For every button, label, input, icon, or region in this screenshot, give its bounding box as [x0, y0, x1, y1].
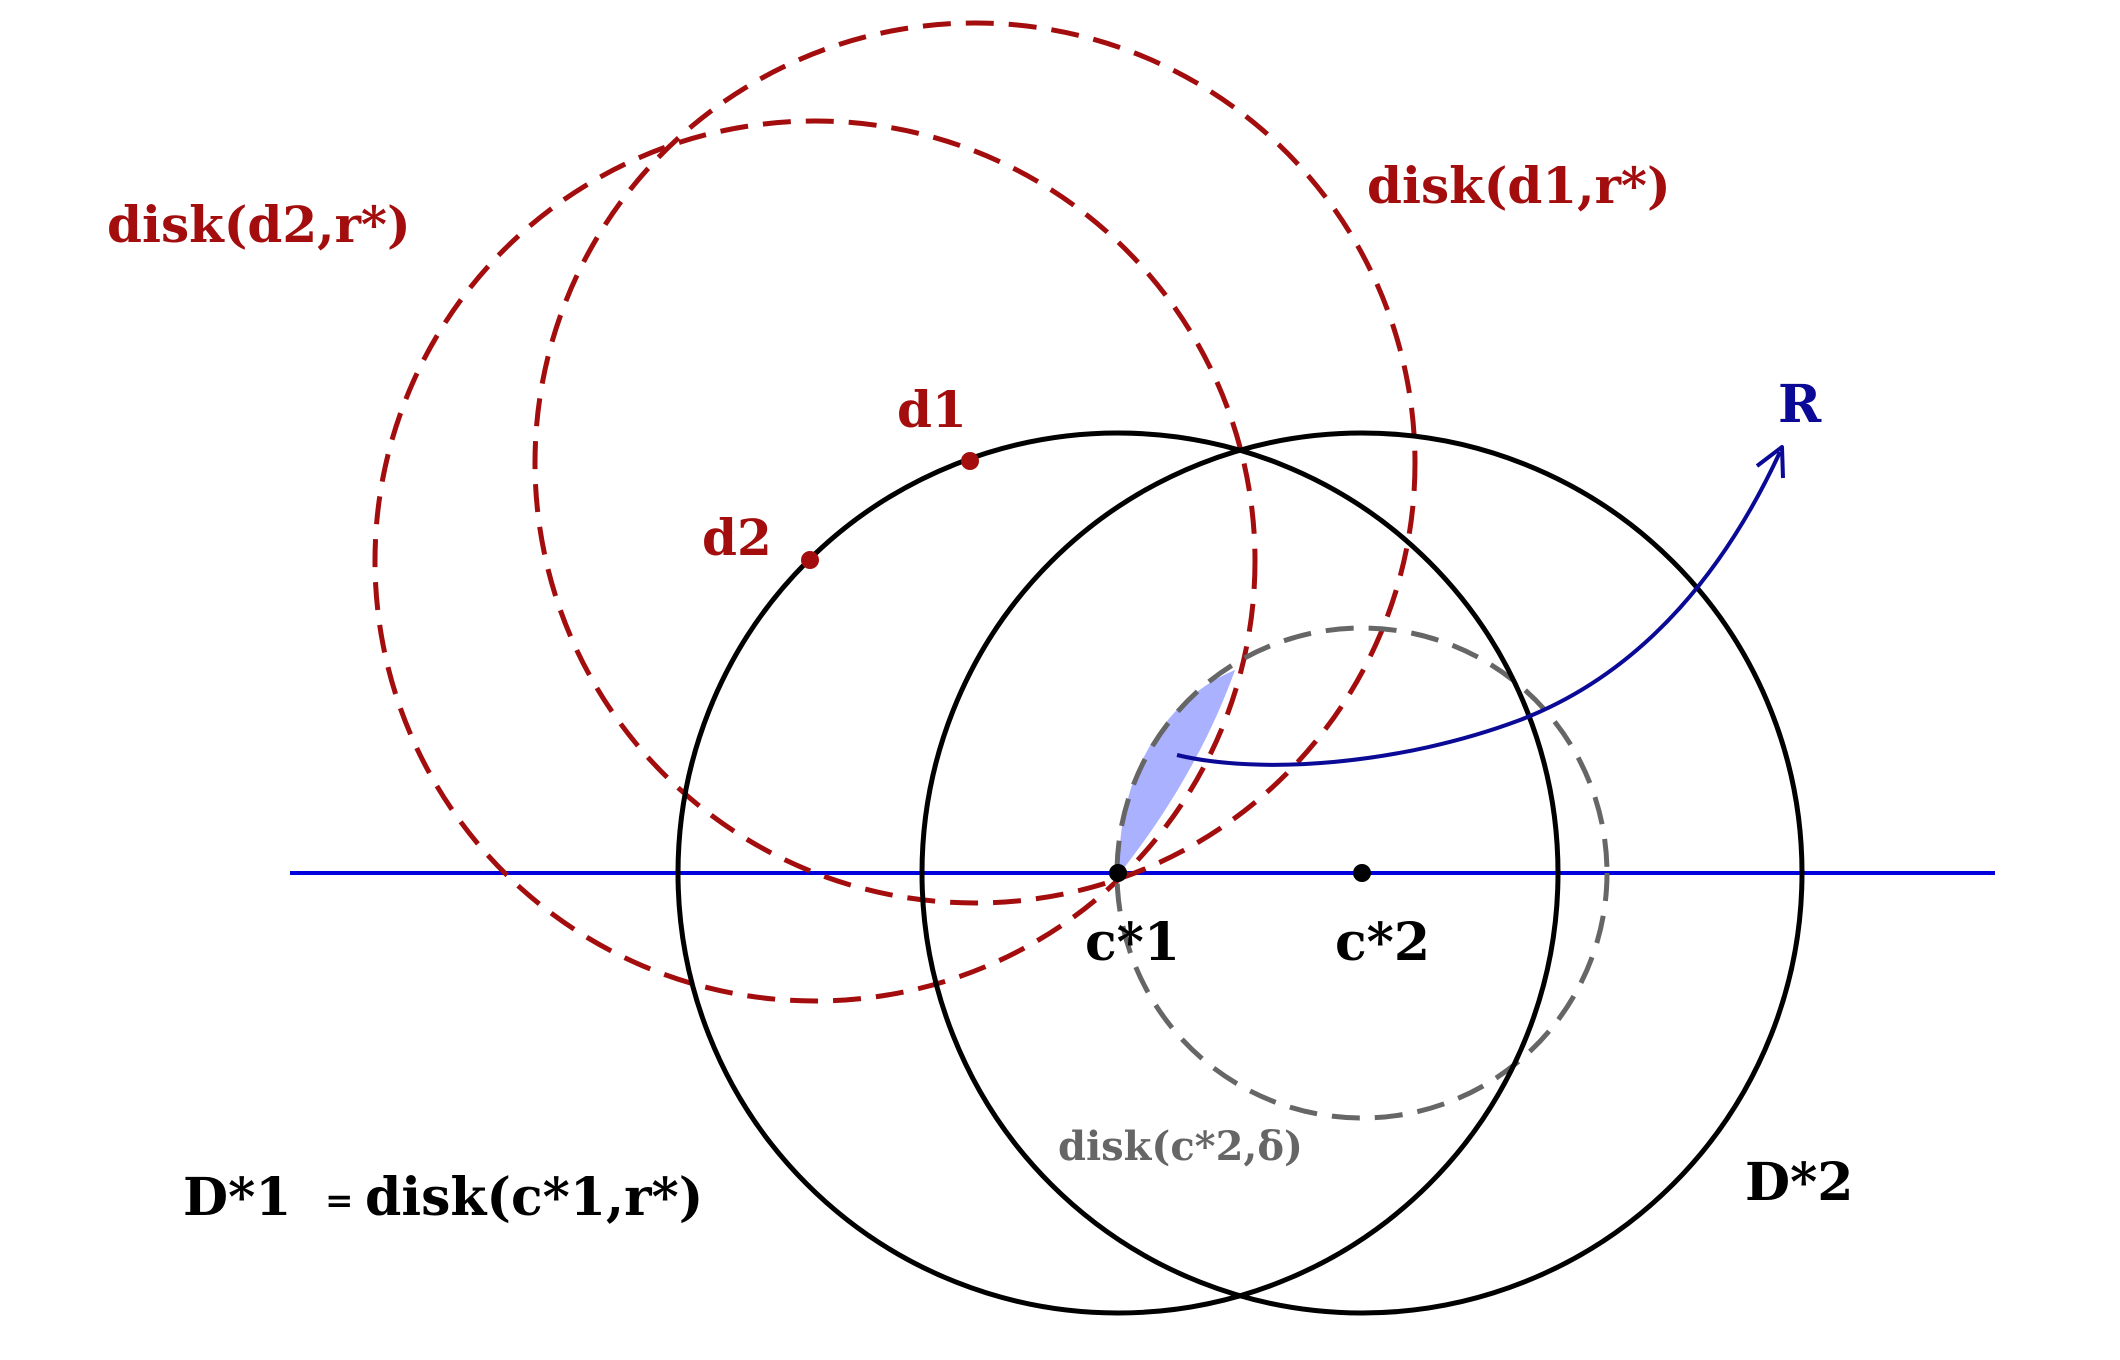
point-c1	[1109, 864, 1127, 882]
label-d1: d1	[897, 380, 967, 439]
label-eq: =	[325, 1181, 354, 1221]
label-c2: c*2	[1335, 912, 1430, 973]
point-c2	[1353, 864, 1371, 882]
disk-c2-delta-circle	[1114, 625, 1610, 1121]
label-D1-rhs: disk(c*1,r*)	[365, 1167, 703, 1228]
label-d2: d2	[702, 508, 772, 567]
D1-circle	[675, 430, 1561, 1316]
arrow-head	[1755, 445, 1785, 479]
disk-d2-circle	[372, 118, 1258, 1004]
label-disk-d2: disk(d2,r*)	[107, 195, 411, 254]
disk-d1-circle	[532, 20, 1418, 906]
D2-circle	[919, 430, 1805, 1316]
arrow-to-R	[1176, 451, 1782, 767]
label-disk-c2-delta: disk(c*2,δ)	[1058, 1123, 1303, 1170]
point-d2	[801, 551, 819, 569]
label-disk-d1: disk(d1,r*)	[1367, 156, 1671, 215]
label-D2: D*2	[1745, 1152, 1853, 1213]
region-R-fill	[1119, 670, 1235, 873]
label-D1-lhs: D*1	[183, 1167, 291, 1228]
label-c1: c*1	[1085, 912, 1180, 973]
point-d1	[961, 452, 979, 470]
label-R: R	[1778, 374, 1822, 435]
